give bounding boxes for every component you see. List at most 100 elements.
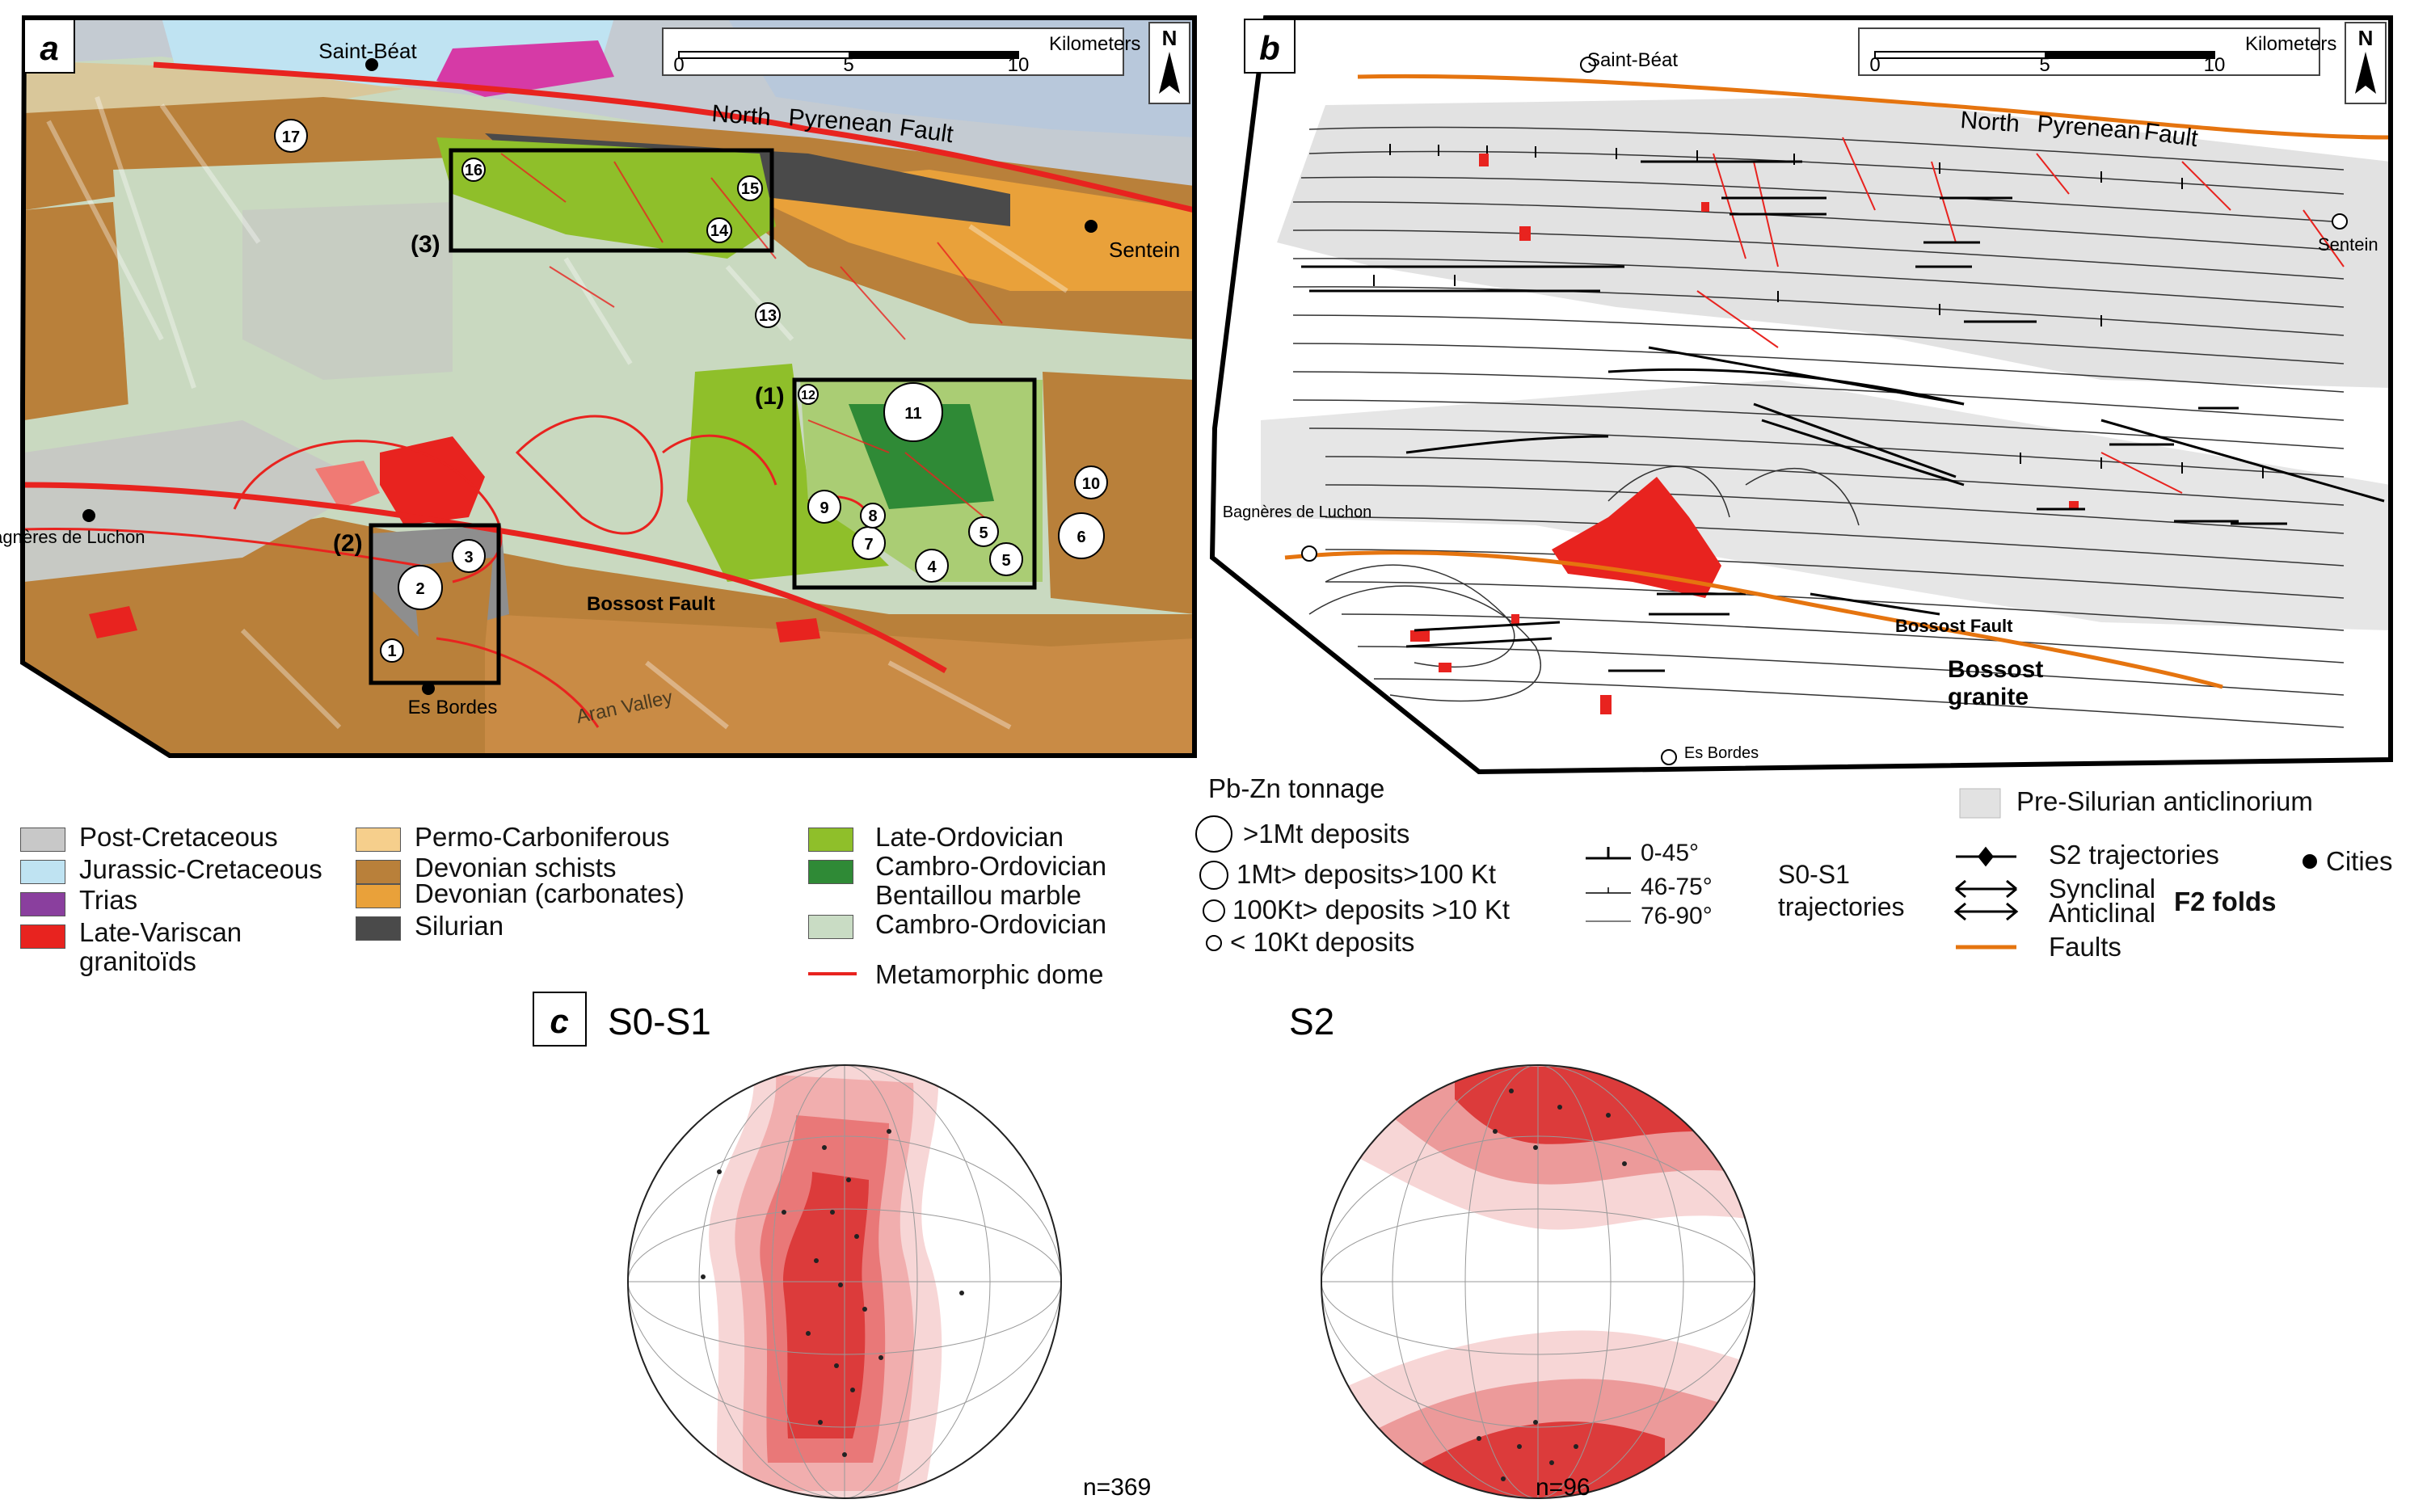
tonnage-symbol-large bbox=[1195, 815, 1232, 853]
legend-b-symbols bbox=[808, 788, 2317, 975]
trajectories-label: trajectories bbox=[1778, 892, 1905, 921]
stereonet-s2-circle bbox=[1321, 1064, 1755, 1499]
study-box-label-1: (1) bbox=[755, 383, 785, 410]
minor-faults-b bbox=[1696, 137, 2345, 494]
scale-tick-b-0: 0 bbox=[1869, 54, 1880, 76]
north-arrow-icon bbox=[1159, 52, 1180, 94]
deposit-11: 11 bbox=[904, 405, 921, 423]
city-dot-legend bbox=[2303, 854, 2317, 869]
legend-a-item-11: Bentaillou marble bbox=[875, 880, 1081, 910]
scale-tick-a-0: 0 bbox=[673, 54, 684, 76]
dip-symbols bbox=[1586, 847, 1631, 922]
city-marker-b bbox=[1301, 545, 1317, 562]
legend-a-item-0: Post-Cretaceous bbox=[79, 822, 278, 852]
stereonet-s2-points bbox=[1477, 1089, 1627, 1481]
stereonet-s0s1-points bbox=[701, 1129, 964, 1457]
map-b-content bbox=[1212, 18, 2391, 772]
stereonet-title-s0s1: S0-S1 bbox=[608, 1000, 711, 1042]
legend-a-item-2: Trias bbox=[79, 885, 138, 915]
deposit-9: 9 bbox=[819, 499, 828, 517]
tonnage-symbol-medium bbox=[1199, 861, 1228, 890]
city-marker-b bbox=[1661, 749, 1677, 765]
npf-label-a-1: North bbox=[711, 100, 772, 131]
legend-swatch bbox=[20, 924, 65, 949]
panel-a-frame bbox=[20, 15, 1197, 758]
study-box-3 bbox=[449, 148, 774, 253]
city-sentein-b: Sentein bbox=[2318, 234, 2378, 255]
f2-folds-label: F2 folds bbox=[2174, 887, 2277, 916]
city-sentein-a: Sentein bbox=[1109, 238, 1180, 262]
stereonet-s0s1-circle bbox=[627, 1064, 1062, 1499]
panel-b-structural-map: b 0 5 10 Kilometers N Saint-Béat Sentein… bbox=[1209, 15, 2393, 775]
scale-tick-a-10: 10 bbox=[1008, 54, 1030, 76]
deposit-13: 13 bbox=[759, 307, 777, 325]
stereonet-s0s1-count: n=369 bbox=[1083, 1474, 1151, 1501]
s2-trajectories bbox=[1608, 160, 2287, 672]
stereonet-s2-count: n=96 bbox=[1536, 1474, 1591, 1501]
scale-label-b: Kilometers bbox=[2245, 33, 2336, 55]
legend-swatch bbox=[356, 860, 401, 884]
panel-c-stereonets: c S0-S1 S2 n=369 bbox=[533, 992, 1755, 1501]
metamorphic-dome-outlines bbox=[233, 415, 871, 728]
deposit-1: 1 bbox=[387, 642, 396, 660]
legend-swatch bbox=[20, 892, 65, 916]
stereonet-s0s1-grid bbox=[628, 1065, 1061, 1498]
npf-label-b-1: North bbox=[1960, 107, 2020, 137]
legend-a-item-10: Cambro-Ordovician bbox=[875, 851, 1107, 881]
panel-c-letter: c bbox=[550, 1002, 568, 1040]
cities-label: Cities bbox=[2326, 846, 2393, 876]
bossost-fault-a bbox=[23, 482, 947, 674]
panel-b-frame bbox=[1209, 15, 2393, 775]
legend-a-item-13: Metamorphic dome bbox=[875, 959, 1104, 989]
deposit-3: 3 bbox=[464, 549, 473, 566]
synclinal-symbol bbox=[1955, 879, 2017, 899]
city-saint-beat-a: Saint-Béat bbox=[318, 39, 417, 63]
city-dot bbox=[365, 58, 378, 71]
legend-swatch bbox=[356, 916, 401, 941]
deposit-15: 15 bbox=[741, 180, 759, 198]
legend-swatch bbox=[20, 828, 65, 852]
city-marker-b bbox=[2332, 213, 2348, 230]
s2-symbol bbox=[1956, 846, 2016, 867]
city-dot bbox=[1085, 220, 1098, 233]
s0-s1-trajectories bbox=[1292, 126, 2345, 728]
scale-tick-a-5: 5 bbox=[843, 54, 853, 76]
tonnage-item-0: >1Mt deposits bbox=[1243, 819, 1410, 849]
city-marker-b bbox=[1580, 57, 1596, 73]
legend-a-item-1: Jurassic-Cretaceous bbox=[79, 854, 322, 884]
deposit-17: 17 bbox=[282, 128, 300, 146]
deposit-6: 6 bbox=[1076, 529, 1085, 546]
deposit-10: 10 bbox=[1082, 475, 1100, 493]
city-bagneres-b: Bagnères de Luchon bbox=[1223, 503, 1372, 521]
panel-a-geological-map: a 0 5 10 Kilometers N Saint-Béat Sentein… bbox=[0, 15, 1197, 758]
deposit-5a: 5 bbox=[979, 524, 988, 542]
tonnage-item-2: 100Kt> deposits >10 Kt bbox=[1232, 895, 1510, 924]
tonnage-item-1: 1Mt> deposits>100 Kt bbox=[1237, 859, 1497, 889]
faults-label: Faults bbox=[2049, 932, 2121, 962]
city-es-bordes-b: Es Bordes bbox=[1684, 744, 1759, 762]
dip-ticks bbox=[1373, 144, 2264, 478]
legend-a-item-8: Silurian bbox=[415, 911, 504, 941]
legend-a-item-12: Cambro-Ordovician bbox=[875, 909, 1107, 939]
f2-fold-axes bbox=[1301, 265, 2385, 648]
north-label-b: N bbox=[2358, 26, 2374, 50]
stereonet-title-s2: S2 bbox=[1289, 1000, 1334, 1042]
small-intrusions bbox=[1410, 154, 2079, 714]
deposit-7: 7 bbox=[864, 536, 873, 554]
legend-swatch bbox=[808, 860, 853, 884]
legend-swatch bbox=[356, 884, 401, 908]
stereonet-s2-grid bbox=[1321, 1065, 1755, 1498]
tonnage-symbol-tiny bbox=[1206, 935, 1222, 951]
deposit-14: 14 bbox=[710, 222, 729, 240]
stereonet-s2-density bbox=[1321, 1065, 1755, 1498]
tonnage-symbol-small bbox=[1203, 899, 1225, 922]
legend-a-item-7: Devonian (carbonates) bbox=[415, 878, 685, 908]
bossost-granite-label-1: Bossost bbox=[1948, 656, 2043, 683]
panel-b-letter-box bbox=[1244, 19, 1296, 74]
tonnage-title: Pb-Zn tonnage bbox=[1208, 773, 1385, 803]
city-bagneres-a: Bagnères de Luchon bbox=[0, 527, 145, 547]
anticlinal-label: Anticlinal bbox=[2049, 898, 2156, 928]
legend-a-item-6: Devonian schists bbox=[415, 853, 617, 882]
north-label-a: N bbox=[1162, 26, 1178, 50]
anticlinorium-swatch bbox=[1959, 788, 2001, 819]
